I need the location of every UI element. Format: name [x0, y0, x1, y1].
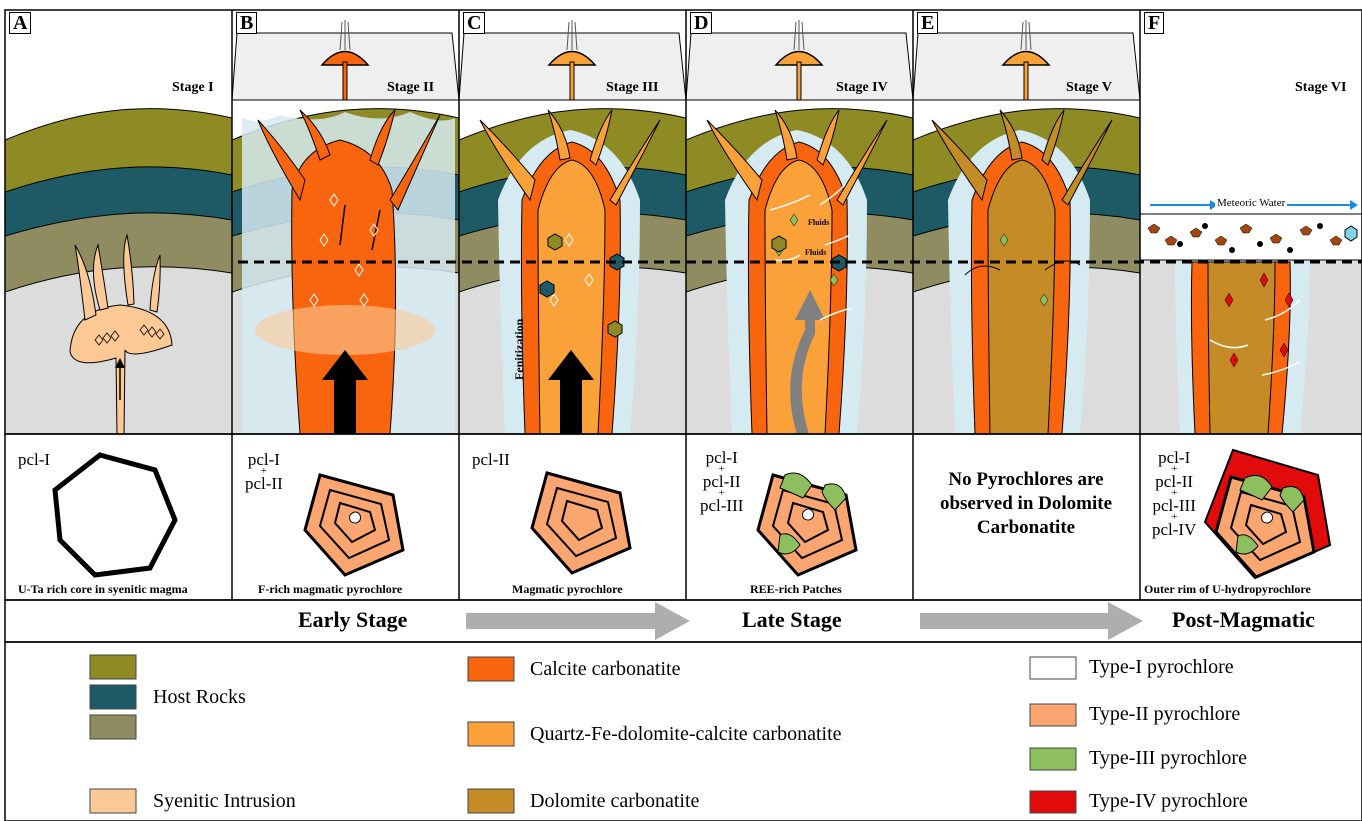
no-pyrochlore-note: No Pyrochlores are observed in Dolomite …: [926, 468, 1126, 540]
phase-late: Late Stage: [742, 607, 842, 633]
panel-letter-a: A: [9, 12, 31, 34]
stage-label-a: Stage I: [172, 80, 214, 96]
caption-a: U-Ta rich core in syenitic magma: [18, 582, 188, 597]
pcl-label-f: pcl-I+pcl-II+pcl-III+pcl-IV: [1152, 450, 1196, 537]
caption-f: Outer rim of U-hydropyrochlore: [1144, 582, 1311, 597]
panel-letter-e: E: [917, 12, 938, 34]
legend-host-rocks: Host Rocks: [153, 686, 246, 709]
panel-letter-d: D: [690, 12, 712, 34]
phase-post: Post-Magmatic: [1172, 607, 1315, 633]
arrow-early-to-late: [466, 602, 690, 640]
pyrochlore-crystal-b: [305, 475, 403, 575]
crystal-core-f: [1262, 512, 1273, 523]
legend-type1: Type-I pyrochlore: [1089, 656, 1234, 679]
legend-dolomite: Dolomite carbonatite: [530, 790, 699, 813]
pcl-label-d: pcl-I+pcl-II+pcl-III: [700, 450, 743, 513]
legend-type4: Type-IV pyrochlore: [1089, 790, 1248, 813]
pyrochlore-crystal-d: [758, 473, 856, 575]
legend-quartz: Quartz-Fe-dolomite-calcite carbonatite: [530, 723, 842, 746]
pcl-label-b: pcl-I+pcl-II: [245, 452, 283, 491]
stage-label-c: Stage III: [606, 80, 659, 96]
legend-type2: Type-II pyrochlore: [1089, 703, 1240, 726]
stage-label-b: Stage II: [387, 80, 434, 96]
pyrochlore-crystal-a: [55, 455, 175, 575]
pyrochlore-crystal-c: [532, 473, 630, 573]
fluids-label-2: Fluids: [805, 248, 826, 257]
pcl-label-c: pcl-II: [472, 452, 510, 467]
legend-calcite: Calcite carbonatite: [530, 658, 680, 681]
phase-early: Early Stage: [298, 607, 407, 633]
legend-type3: Type-III pyrochlore: [1089, 747, 1247, 770]
pcl-label-a: pcl-I: [18, 452, 50, 467]
panel-f-scene: [1140, 10, 1362, 434]
caption-c: Magmatic pyrochlore: [512, 582, 623, 597]
panel-letter-c: C: [463, 12, 485, 34]
stage-label-d: Stage IV: [836, 80, 888, 96]
meteoric-water-label: Meteoric Water: [1215, 197, 1287, 209]
stage-label-f: Stage VI: [1295, 80, 1346, 96]
legend-syenitic: Syenitic Intrusion: [153, 790, 296, 813]
fenitization-label: Fenitization: [512, 319, 527, 380]
caption-b: F-rich magmatic pyrochlore: [258, 582, 402, 597]
panel-a-scene: [5, 109, 232, 440]
crystal-core-b: [350, 512, 361, 523]
stage-label-e: Stage V: [1066, 80, 1112, 96]
panel-letter-b: B: [236, 12, 257, 34]
arrow-late-to-post: [920, 602, 1143, 640]
caption-d: REE-rich Patches: [750, 582, 842, 597]
panel-letter-f: F: [1144, 12, 1164, 34]
fluids-label-1: Fluids: [808, 218, 829, 227]
